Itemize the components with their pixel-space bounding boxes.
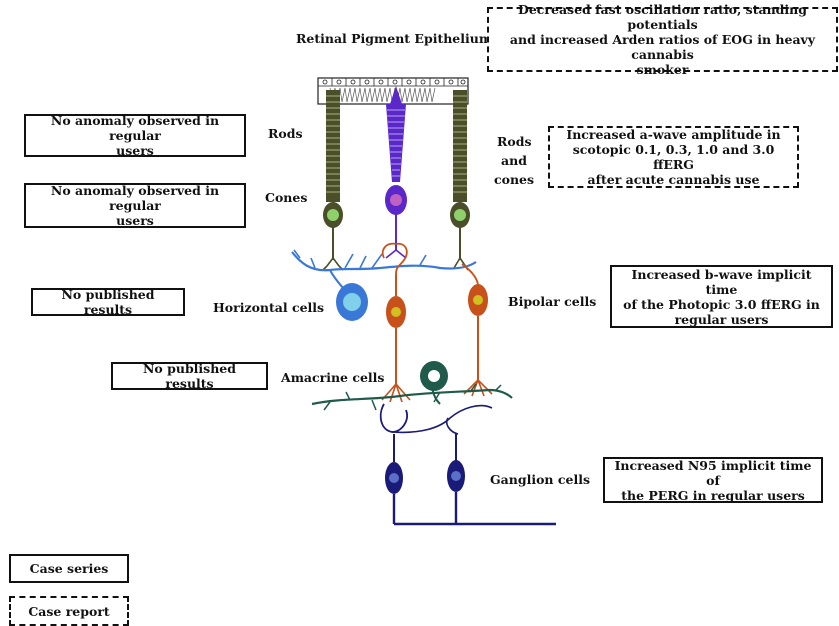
eog-finding-box: Decreased fast oscillation ratio, standi… bbox=[487, 2, 838, 77]
label-rods-and-cones-line1: Rods bbox=[497, 134, 532, 149]
bwave-finding-line3: regular users bbox=[674, 311, 769, 327]
label-amacrine-cells: Amacrine cells bbox=[281, 370, 385, 385]
eog-finding-line2: and increased Arden ratios of EOG in hea… bbox=[509, 32, 816, 62]
cones-finding-line1: No anomaly observed in regular bbox=[50, 183, 220, 213]
awave-finding-box: Increased a-wave amplitude in scotopic 0… bbox=[548, 126, 799, 188]
rods-finding-line1: No anomaly observed in regular bbox=[50, 113, 220, 143]
label-rods-and-cones-line3: cones bbox=[494, 172, 535, 187]
rods-finding-box: No anomaly observed in regular users bbox=[24, 113, 246, 158]
legend-case-report-label: Case report bbox=[28, 603, 110, 619]
label-rods: Rods bbox=[268, 126, 303, 141]
label-ganglion-cells: Ganglion cells bbox=[490, 472, 590, 487]
ganglion-cells bbox=[379, 403, 556, 526]
awave-finding-line1: Increased a-wave amplitude in bbox=[566, 127, 781, 142]
horizontal-cell bbox=[291, 249, 477, 321]
rod-left bbox=[322, 90, 344, 271]
legend-case-series-label: Case series bbox=[29, 561, 109, 576]
label-cones: Cones bbox=[265, 190, 308, 205]
cone-middle bbox=[385, 86, 407, 259]
bwave-finding-box: Increased b-wave implicit time of the Ph… bbox=[610, 265, 833, 328]
bwave-finding-line1: Increased b-wave implicit time bbox=[631, 266, 812, 297]
amacrine-cell bbox=[311, 361, 513, 411]
legend-case-series: Case series bbox=[9, 554, 129, 583]
bipolar-cells bbox=[381, 242, 493, 403]
cones-finding-line2: users bbox=[116, 213, 154, 228]
amacrine-finding-box: No published results bbox=[111, 361, 268, 391]
awave-finding-line2: scotopic 0.1, 0.3, 1.0 and 3.0 ffERG bbox=[572, 142, 775, 172]
bwave-finding-line2: of the Photopic 3.0 ffERG in bbox=[623, 296, 820, 312]
label-rods-and-cones-line2: and bbox=[501, 153, 527, 168]
horizontal-finding-box: No published results bbox=[31, 287, 185, 317]
rods-finding-line2: users bbox=[116, 143, 154, 158]
cones-finding-box: No anomaly observed in regular users bbox=[24, 183, 246, 228]
n95-finding-line2: the PERG in regular users bbox=[621, 487, 805, 503]
n95-finding-line1: Increased N95 implicit time of bbox=[614, 457, 812, 488]
awave-finding-line3: after acute cannabis use bbox=[587, 172, 760, 187]
horizontal-finding-line1: No published results bbox=[61, 287, 155, 317]
label-rpe: Retinal Pigment Epithelium bbox=[296, 31, 493, 46]
n95-finding-box: Increased N95 implicit time of the PERG … bbox=[603, 457, 823, 503]
eog-finding-line3: smoker bbox=[636, 62, 689, 77]
amacrine-finding-line1: No published results bbox=[143, 361, 236, 391]
eog-finding-line1: Decreased fast oscillation ratio, standi… bbox=[518, 2, 807, 32]
label-horizontal-cells: Horizontal cells bbox=[213, 300, 325, 315]
rod-right bbox=[450, 90, 470, 271]
label-bipolar-cells: Bipolar cells bbox=[508, 294, 597, 309]
